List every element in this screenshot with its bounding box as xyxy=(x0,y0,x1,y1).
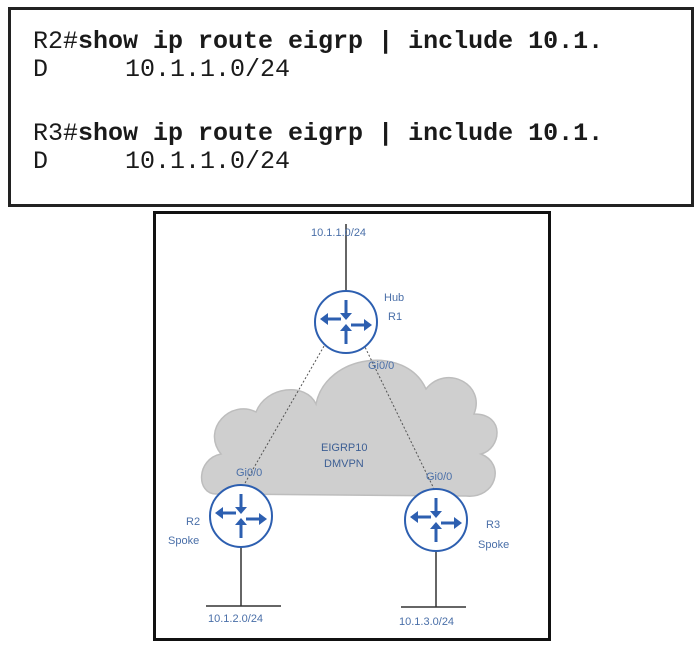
router-r2-icon xyxy=(208,483,274,549)
r3-network-label: 10.1.3.0/24 xyxy=(399,616,454,628)
cloud-label-dmvpn: DMVPN xyxy=(324,458,364,470)
cli-line-r3-command: R3#show ip route eigrp | include 10.1. xyxy=(33,120,603,148)
r2-role-label: Spoke xyxy=(168,535,199,547)
router-r1-icon xyxy=(313,289,379,355)
hub-network-label: 10.1.1.0/24 xyxy=(311,227,366,239)
cli-line-r3-route: D 10.1.1.0/24 xyxy=(33,148,290,176)
cli-command-r2: show ip route eigrp | include 10.1. xyxy=(78,27,604,56)
r3-interface-label: Gi0/0 xyxy=(426,471,452,483)
r3-name-label: R3 xyxy=(486,519,500,531)
r3-role-label: Spoke xyxy=(478,539,509,551)
cli-prompt-r3: R3# xyxy=(33,119,79,148)
route-code-r3: D xyxy=(33,147,49,176)
route-code-r2: D xyxy=(33,55,49,84)
r2-interface-label: Gi0/0 xyxy=(236,467,262,479)
r2-network-label: 10.1.2.0/24 xyxy=(208,613,263,625)
tunnel-r1-r2 xyxy=(240,307,347,491)
cloud-label-eigrp: EIGRP10 xyxy=(321,442,367,454)
hub-role-label: Hub xyxy=(384,292,404,304)
cli-prompt-r2: R2# xyxy=(33,27,79,56)
cli-output-panel: R2#show ip route eigrp | include 10.1. D… xyxy=(8,7,694,207)
topology-svg: 10.1.1.0/24 Hub R1 Gi0/0 EIGRP10 DMVPN G… xyxy=(168,224,509,628)
cli-command-r3: show ip route eigrp | include 10.1. xyxy=(78,119,604,148)
r2-name-label: R2 xyxy=(186,516,200,528)
hub-interface-label: Gi0/0 xyxy=(368,360,394,372)
dmvpn-cloud xyxy=(200,359,498,497)
cli-line-r2-command: R2#show ip route eigrp | include 10.1. xyxy=(33,28,603,56)
network-diagram: 10.1.1.0/24 Hub R1 Gi0/0 EIGRP10 DMVPN G… xyxy=(153,211,551,641)
router-r3-icon xyxy=(403,487,469,553)
route-r2: 10.1.1.0/24 xyxy=(125,55,291,84)
cli-line-r2-route: D 10.1.1.0/24 xyxy=(33,56,290,84)
route-r3: 10.1.1.0/24 xyxy=(125,147,291,176)
hub-name-label: R1 xyxy=(388,311,402,323)
